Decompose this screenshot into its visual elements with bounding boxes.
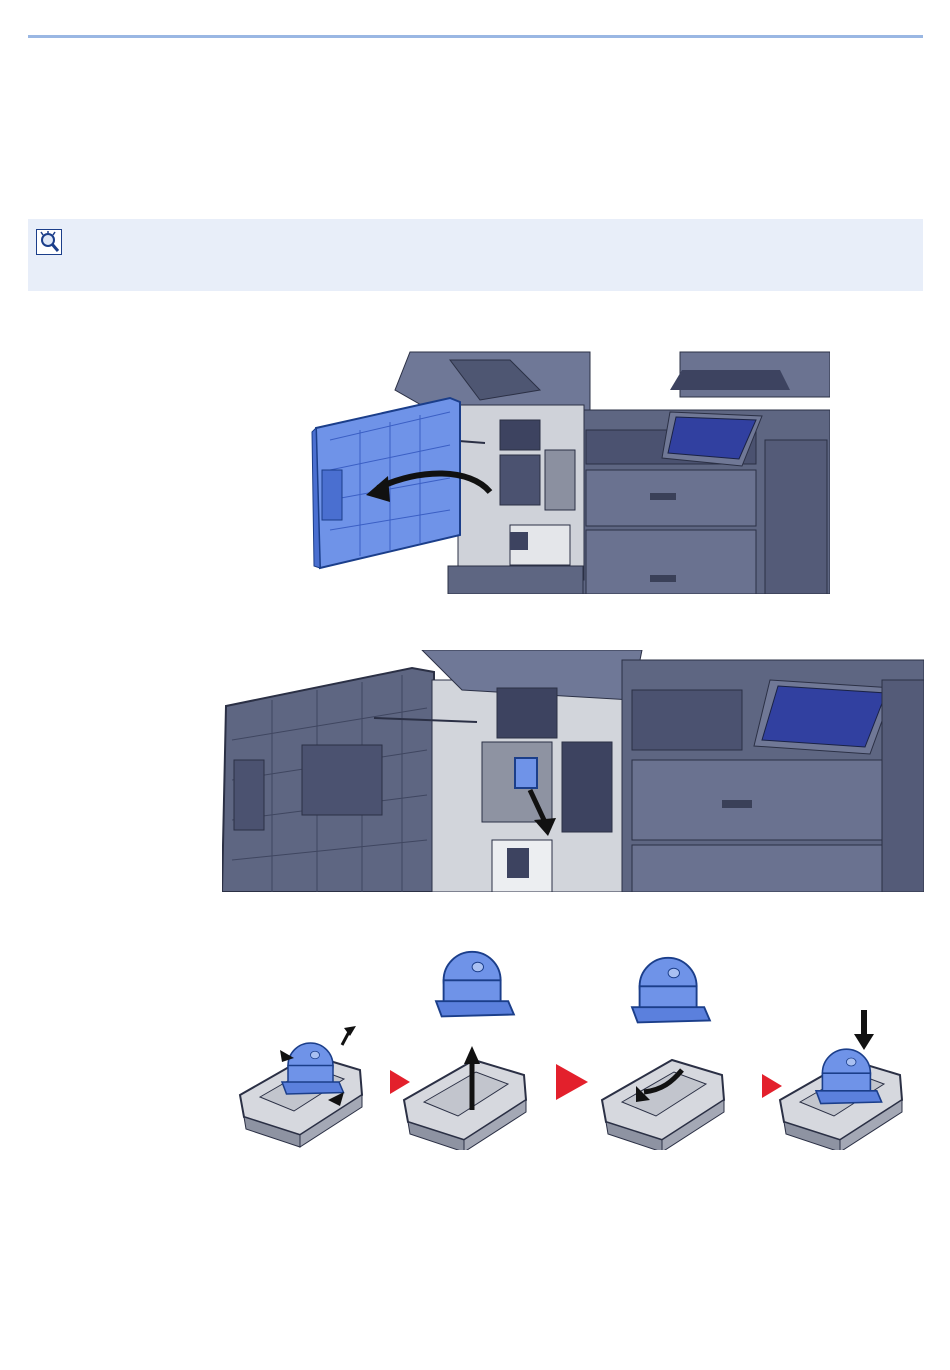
figure-pull-staple-cartridge-holder [222,650,924,892]
step-2-cartridge [436,952,514,1017]
top-divider [28,35,923,38]
step-3-cartridge [632,958,710,1023]
step-2-holder [404,1060,526,1150]
step-arrow-icon [390,1070,410,1094]
figure-replace-staple-cartridge [232,940,922,1150]
note-box [28,219,923,291]
figure-open-front-cover [310,350,830,594]
step-3-holder [602,1060,724,1150]
note-magnifier-icon [36,229,62,255]
step-arrow-icon [556,1064,588,1100]
step-arrow-icon [762,1074,782,1098]
